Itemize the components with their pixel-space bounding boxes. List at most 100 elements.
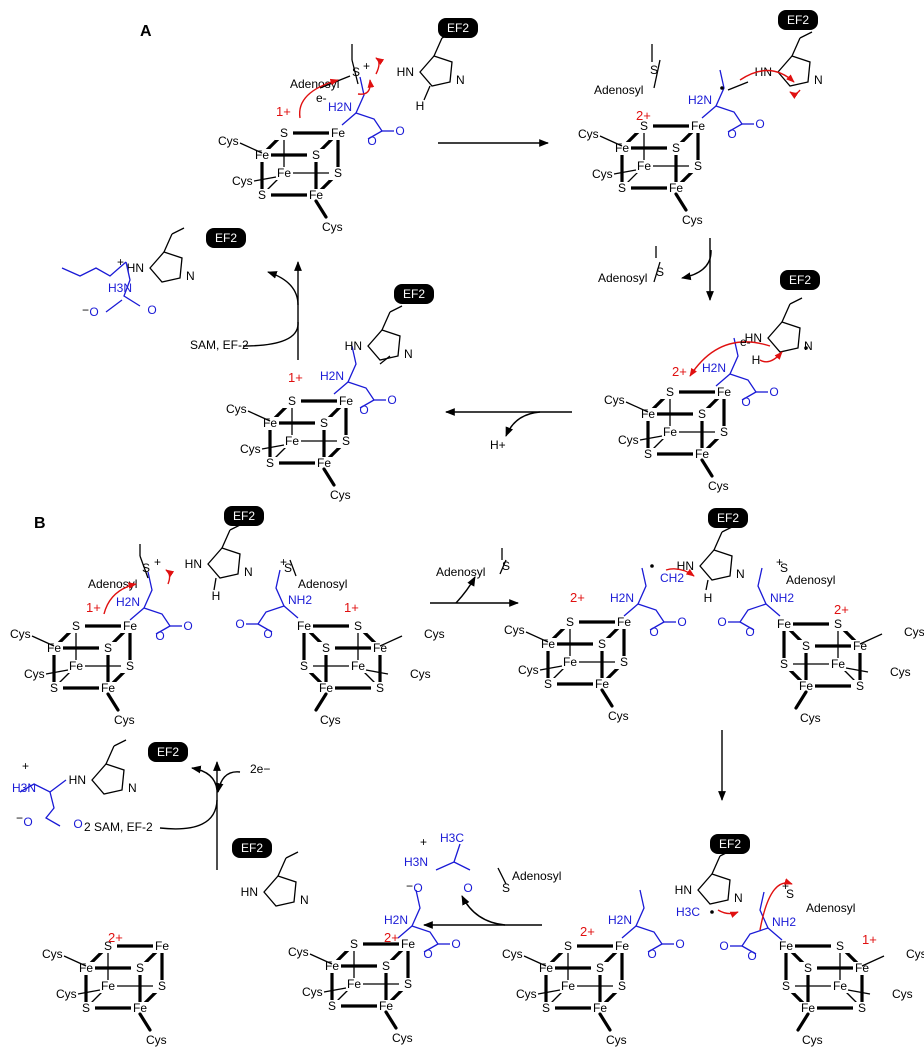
cluster-charge-label: 2+ (834, 602, 849, 617)
cys-bond (599, 135, 623, 147)
sulfur-atom: S (596, 961, 604, 975)
charge-label: + (280, 555, 287, 569)
sulfur-atom: S (666, 385, 674, 399)
atom-mask (639, 448, 657, 461)
imidazole-ring (699, 549, 733, 581)
atom-mask (121, 660, 139, 673)
atom-mask (45, 682, 63, 695)
atom-mask (715, 426, 733, 439)
hydrogen-abstraction-arrow (789, 89, 801, 99)
cys-bond (63, 955, 87, 967)
atom-mask (667, 182, 685, 195)
ef2-label: EF2 (215, 231, 237, 245)
cys-ligand-label: Cys (56, 987, 77, 1001)
amine-label: H2N (320, 369, 344, 383)
imidazole-ch2-bond (791, 37, 801, 57)
atom-mask (537, 962, 555, 975)
atom-mask (613, 940, 631, 953)
imidazole-n: N (300, 893, 309, 907)
methionine-backbone (257, 605, 299, 633)
cys-ligand-label: Cys (890, 665, 911, 679)
released-thioether-s: S (502, 559, 510, 573)
carbonyl-oxygen: O (755, 117, 764, 131)
cys-bond (700, 458, 714, 478)
sam-uptake-arrow (242, 321, 299, 347)
amine-label: H2N (608, 913, 632, 927)
ef2-protein-tag (206, 228, 246, 248)
cys-bond (239, 142, 263, 154)
atom-mask (693, 448, 711, 461)
imidazole-ch2-bond (719, 849, 733, 857)
charge-label: + (154, 555, 161, 569)
iron-atom: Fe (309, 188, 323, 202)
atom-mask (851, 640, 869, 653)
atom-mask (613, 142, 631, 155)
product-release-arrow (267, 271, 299, 306)
atom-mask (275, 167, 293, 180)
cys-ligand-label: Cys (906, 947, 924, 961)
atom-mask (667, 142, 685, 155)
cluster-charge-label: 2+ (672, 364, 687, 379)
cys-bond (77, 989, 101, 995)
atom-mask (317, 682, 335, 695)
acp-chain (61, 261, 127, 277)
amine-label: NH2 (288, 593, 312, 607)
side-chain-bond (635, 889, 645, 927)
iron-atom: Fe (319, 681, 333, 695)
sulfur-atom: S (618, 181, 626, 195)
sulfur-atom: S (258, 188, 266, 202)
iron-atom: Fe (593, 1001, 607, 1015)
sulfur-atom: S (836, 939, 844, 953)
atom-mask (399, 978, 417, 991)
cys-bond (796, 1012, 810, 1032)
charge-label: + (420, 835, 427, 849)
atom-mask (349, 620, 367, 633)
released-adenosyl-label: Adenosyl (436, 565, 485, 579)
atom-mask (689, 160, 707, 173)
cys-bond (322, 467, 336, 487)
product-ammonium: H3N (404, 855, 428, 869)
product-methyl: H3C (440, 831, 464, 845)
electron-transfer-arrow (103, 582, 137, 615)
imidazole-ch2-bond (781, 303, 791, 323)
cys-ligand-label: Cys (682, 213, 703, 227)
iron-atom: Fe (285, 434, 299, 448)
imidazole-nh: HN (241, 885, 258, 899)
c2-h-bond (423, 85, 431, 101)
hydrogen-abstraction-arrow (665, 568, 695, 577)
two-sam-ef2-reagent-label: 2 SAM, EF-2 (84, 820, 153, 834)
hydrogen-abstraction-arrow (739, 69, 795, 83)
carboxylate-oxygen: O (649, 625, 658, 639)
cluster-charge-label: 1+ (862, 932, 877, 947)
atom-mask (345, 978, 363, 991)
cys-ligand-label: Cys (226, 402, 247, 416)
carbonyl-oxygen: O (395, 124, 404, 138)
atom-mask (591, 962, 609, 975)
atom-mask (329, 127, 347, 140)
carboxylate-oxygen: O (727, 127, 736, 141)
atom-mask (635, 160, 653, 173)
iron-atom: Fe (831, 657, 845, 671)
carbonyl-oxygen: O (769, 385, 778, 399)
iron-atom: Fe (317, 456, 331, 470)
adenosyl-label: Adenosyl (594, 83, 643, 97)
iron-atom: Fe (669, 181, 683, 195)
methionine-backbone (715, 373, 757, 401)
imidazole-ring (91, 763, 125, 795)
imidazole-n: N (244, 565, 253, 579)
product-release-arrow-b (191, 765, 218, 791)
iron-atom: Fe (561, 979, 575, 993)
cys-ligand-label: Cys (504, 623, 525, 637)
electron-input-arrow (215, 771, 241, 793)
atom-mask (593, 678, 611, 691)
cys-bond (138, 1012, 152, 1032)
sulfur-atom: S (780, 657, 788, 671)
adenosyl-label: Adenosyl (88, 577, 137, 591)
reaction-arrows (159, 139, 726, 929)
sulfur-atom: S (698, 407, 706, 421)
charge-label: + (776, 555, 783, 569)
atom-mask (283, 435, 301, 448)
charge-label: − (16, 811, 23, 825)
atom-mask (153, 980, 171, 993)
